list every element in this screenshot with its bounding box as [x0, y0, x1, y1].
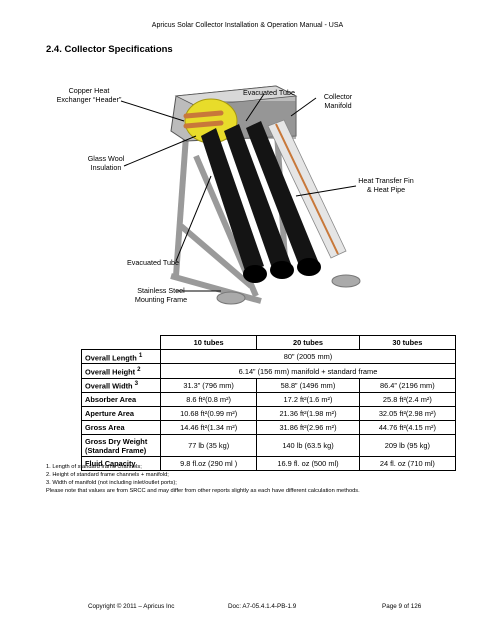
- tube-caps-shape: [243, 258, 321, 283]
- table-cell: 44.76 ft²(4.15 m²): [358, 420, 457, 436]
- pointer-lines: [120, 93, 357, 292]
- specifications-table: 10 tubes 20 tubes 30 tubes Overall Lengt…: [81, 335, 457, 472]
- table-cell: 140 lb (63.5 kg): [256, 434, 360, 458]
- table-cell: 24 fl. oz (710 ml): [358, 456, 457, 472]
- row-label: Fluid Capacity: [81, 456, 161, 472]
- col-header-30: 30 tubes: [358, 335, 457, 350]
- label-evacuated-tube-top: Evacuated Tube: [243, 88, 295, 97]
- footer-page-number: Page 9 of 126: [382, 603, 422, 610]
- frame-feet-shape: [216, 274, 361, 305]
- footer-doc-id: Doc: A7-05.4.1.4-PB-1.9: [228, 603, 297, 610]
- table-row: Absorber Area 8.6 ft²(0.8 m²) 17.2 ft²(1…: [81, 392, 457, 408]
- table-cell: 10.68 ft²(0.99 m²): [159, 406, 258, 422]
- label-heat-transfer: Heat Transfer Fin & Heat Pipe: [358, 176, 414, 194]
- col-header-10: 10 tubes: [159, 335, 258, 350]
- collector-illustration: [120, 85, 361, 305]
- collector-figure: Copper Heat Exchanger “Header” Evacuated…: [46, 76, 436, 316]
- table-row: Gross Dry Weight (Standard Frame) 77 lb …: [81, 434, 457, 458]
- overall-length-value: 80” (2005 mm): [160, 348, 456, 365]
- table-cell: 77 lb (35 kg): [159, 434, 258, 458]
- table-cell: 8.6 ft²(0.8 m²): [159, 392, 258, 408]
- table-cell: 31.86 ft²(2.96 m²): [256, 420, 360, 436]
- row-label: Overall Width 3: [81, 377, 161, 394]
- table-row: Gross Area 14.46 ft²(1.34 m²) 31.86 ft²(…: [81, 420, 457, 436]
- table-row: Overall Height 2 6.14” (156 mm) manifold…: [81, 363, 456, 379]
- label-glass-wool: Glass Wool Insulation: [87, 154, 125, 172]
- table-cell: 32.05 ft²(2.98 m²): [358, 406, 457, 422]
- row-label: Overall Height 2: [81, 363, 161, 379]
- label-mounting-frame: Stainless Steel Mounting Frame: [134, 286, 188, 304]
- note-line: 3. Width of manifold (not including inle…: [46, 480, 177, 486]
- table-cell: 209 lb (95 kg): [358, 434, 457, 458]
- row-label: Aperture Area: [81, 406, 161, 422]
- row-label: Absorber Area: [81, 392, 161, 408]
- section-title: 2.4. Collector Specifications: [46, 44, 173, 55]
- col-header-20: 20 tubes: [256, 335, 360, 350]
- table-corner: [81, 335, 161, 350]
- table-cell: 14.46 ft²(1.34 m²): [159, 420, 258, 436]
- copper-header-shape: [183, 110, 224, 129]
- table-notes: 1. Length of standard frame channels; 2.…: [46, 463, 466, 495]
- table-header-row: 10 tubes 20 tubes 30 tubes: [81, 335, 457, 350]
- row-label: Gross Area: [81, 420, 161, 436]
- table-row: Aperture Area 10.68 ft²(0.99 m²) 21.36 f…: [81, 406, 457, 422]
- table-cell: 25.8 ft²(2.4 m²): [358, 392, 457, 408]
- table-cell: 21.36 ft²(1.98 m²): [256, 406, 360, 422]
- table-cell: 31.3” (796 mm): [159, 377, 258, 394]
- footer-copyright: Copyright © 2011 – Apricus Inc: [88, 603, 175, 610]
- label-evacuated-tube-bottom: Evacuated Tube: [127, 258, 179, 267]
- note-line: 2. Height of standard frame channels + m…: [46, 472, 169, 478]
- table-row: Overall Length 1 80” (2005 mm): [81, 348, 456, 365]
- row-label: Overall Length 1: [81, 348, 161, 365]
- label-copper-header: Copper Heat Exchanger “Header”: [56, 86, 122, 104]
- note-line: Please note that values are from SRCC an…: [46, 488, 360, 494]
- note-line: 1. Length of standard frame channels;: [46, 464, 142, 470]
- row-label: Gross Dry Weight (Standard Frame): [81, 434, 161, 458]
- table-cell: 58.8” (1496 mm): [256, 377, 360, 394]
- evacuated-tubes-shape: [201, 121, 318, 274]
- table-cell: 17.2 ft²(1.6 m²): [256, 392, 360, 408]
- label-collector-manifold: Collector Manifold: [323, 92, 353, 110]
- table-row: Overall Width 3 31.3” (796 mm) 58.8” (14…: [81, 377, 457, 394]
- table-row: Fluid Capacity 9.8 fl.oz (290 ml ) 16.9 …: [81, 456, 457, 472]
- table-cell: 16.9 fl. oz (500 ml): [256, 456, 360, 472]
- overall-height-value: 6.14” (156 mm) manifold + standard frame: [160, 363, 456, 379]
- page-header: Apricus Solar Collector Installation & O…: [151, 22, 344, 29]
- table-cell: 86.4” (2196 mm): [358, 377, 457, 394]
